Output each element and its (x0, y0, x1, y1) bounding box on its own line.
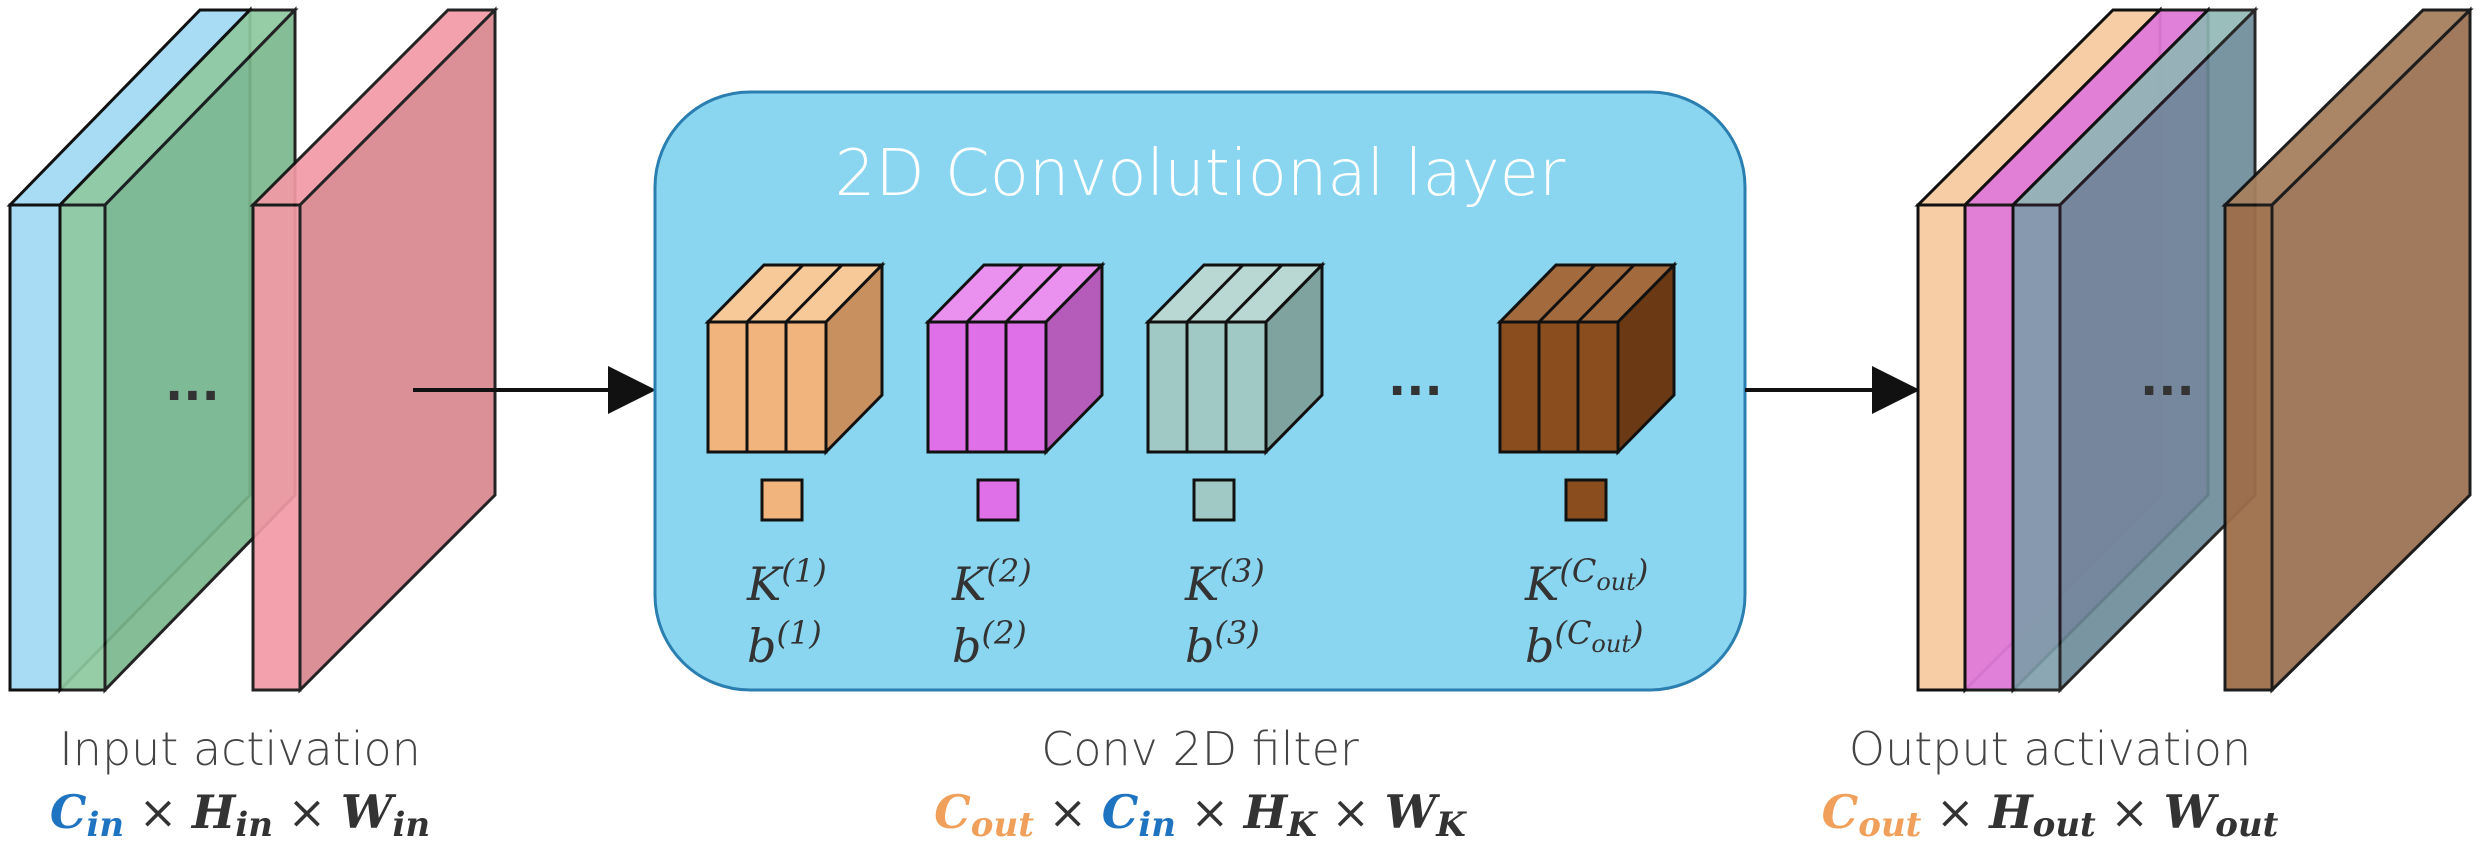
svg-text:K(2): K(2) (951, 552, 1032, 611)
svg-text:K(3): K(3) (1184, 552, 1265, 611)
svg-text:K(Cout): K(Cout) (1524, 552, 1648, 611)
input-channel-2 (56, 6, 299, 694)
svg-text:b(Cout): b(Cout) (1525, 614, 1643, 673)
input-caption: Input activation (59, 722, 421, 776)
svg-text:b(1): b(1) (747, 614, 822, 673)
filter-1 (704, 261, 886, 522)
filter-label-2: K(2) b(2) (951, 552, 1032, 673)
filters-ellipsis: ... (1388, 351, 1443, 407)
svg-text:K(1): K(1) (746, 552, 827, 611)
svg-text:b(2): b(2) (952, 614, 1027, 673)
input-channel-last (249, 6, 499, 694)
filter-2 (924, 261, 1106, 522)
output-channel-3 (2009, 6, 2259, 694)
svg-text:b(3): b(3) (1185, 614, 1260, 673)
filter-last (1496, 261, 1678, 522)
conv-formula: Cout × Cin × HK × WK (934, 785, 1467, 845)
filter-label-3: K(3) b(3) (1184, 552, 1265, 673)
input-ellipsis: ... (165, 356, 220, 412)
output-ellipsis: ... (2140, 351, 2195, 407)
output-formula: Cout × Hout × Wout (1822, 785, 2279, 845)
filter-3 (1144, 261, 1326, 522)
input-activation-stack: ... (6, 6, 499, 694)
filter-label-last: K(Cout) b(Cout) (1524, 552, 1648, 673)
filter-label-1: K(1) b(1) (746, 552, 827, 673)
bias-2 (976, 478, 1020, 522)
layer-title: 2D Convolutional layer (835, 137, 1566, 211)
bias-last (1564, 478, 1608, 522)
output-caption: Output activation (1849, 722, 2251, 776)
input-formula: Cin × Hin × Win (50, 785, 430, 845)
conv-caption: Conv 2D filter (1041, 722, 1359, 776)
output-channel-last (2221, 6, 2474, 694)
bias-1 (760, 478, 804, 522)
bias-3 (1192, 478, 1236, 522)
output-activation-stack: ... (1914, 6, 2474, 694)
